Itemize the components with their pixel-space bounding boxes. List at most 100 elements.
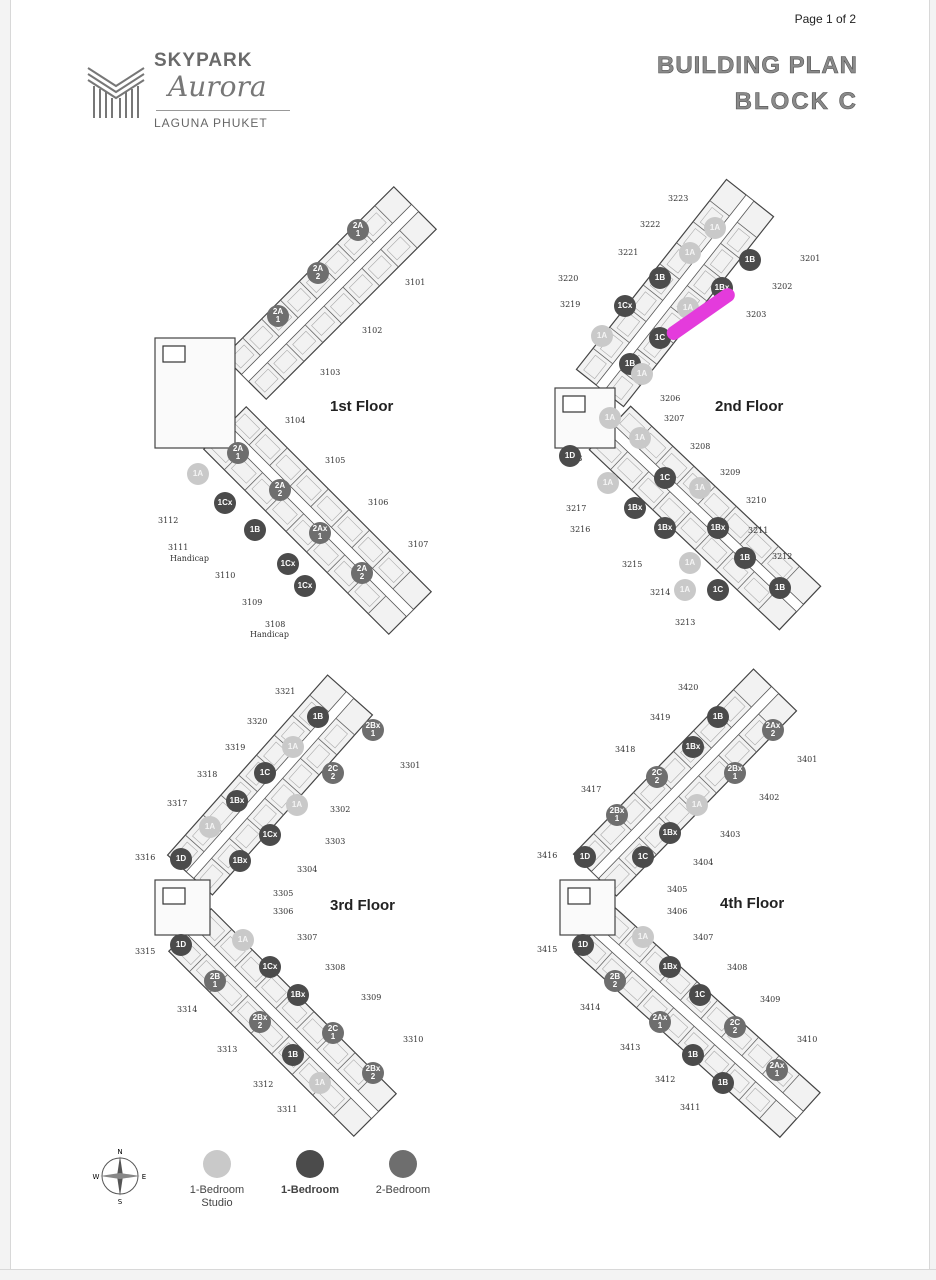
unit-number: 3321 (275, 687, 296, 696)
unit-type-marker: 1Bx (659, 822, 681, 844)
unit-number: 3314 (177, 1005, 198, 1014)
floor-3-drawing (559, 668, 821, 1139)
screen-frame-right (929, 0, 936, 1280)
unit-type-marker: 1D (559, 445, 581, 467)
unit-number: 3109 (242, 598, 263, 607)
screen-frame-left (0, 0, 11, 1280)
unit-number: 3411 (680, 1103, 701, 1112)
logo-location-text: LAGUNA PHUKET (154, 116, 268, 130)
legend-label-studio: 1-Bedroom Studio (189, 1184, 245, 1209)
unit-type-marker: 2Bx 1 (606, 804, 628, 826)
unit-number: 3306 (273, 907, 294, 916)
unit-number: 3220 (558, 274, 579, 283)
unit-type-marker: 1A (674, 579, 696, 601)
logo-divider (156, 110, 290, 111)
unit-type-marker: 1A (199, 816, 221, 838)
unit-number: 3315 (135, 947, 156, 956)
unit-number: 3318 (197, 770, 218, 779)
unit-number: 3217 (566, 504, 587, 513)
unit-type-marker: 1Bx (707, 517, 729, 539)
unit-number: 3320 (247, 717, 268, 726)
unit-number: 3415 (537, 945, 558, 954)
unit-number: 3310 (403, 1035, 424, 1044)
floor-3-wing-0 (572, 668, 798, 897)
unit-type-marker: 2C 1 (322, 1022, 344, 1044)
unit-type-marker: 1B (282, 1044, 304, 1066)
unit-type-marker: 1A (232, 929, 254, 951)
unit-type-marker: 2Bx 1 (362, 719, 384, 741)
unit-type-marker: 1C (689, 984, 711, 1006)
floor-label-2: 3rd Floor (330, 897, 396, 914)
unit-type-marker: 1Bx (682, 736, 704, 758)
handicap-label: Handicap (170, 554, 209, 563)
unit-type-marker: 1A (597, 472, 619, 494)
unit-number: 3308 (325, 963, 346, 972)
compass-north-label: N (117, 1148, 122, 1156)
unit-type-marker: 2C 2 (322, 762, 344, 784)
screen-frame-bottom (0, 1269, 936, 1280)
unit-type-marker: 1D (170, 848, 192, 870)
unit-type-marker: 2Ax 1 (309, 522, 331, 544)
unit-number: 3420 (678, 683, 699, 692)
unit-number: 3413 (620, 1043, 641, 1052)
unit-type-marker: 1Cx (294, 575, 316, 597)
unit-number: 3406 (667, 907, 688, 916)
unit-number: 3302 (330, 805, 351, 814)
unit-number: 3206 (660, 394, 681, 403)
unit-number: 3304 (297, 865, 318, 874)
unit-number: 3311 (277, 1105, 298, 1114)
unit-type-marker: 1A (599, 407, 621, 429)
unit-type-marker: 1A (629, 427, 651, 449)
unit-number: 3108 (265, 620, 286, 629)
unit-type-marker: 2Bx 1 (724, 762, 746, 784)
unit-type-marker: 2B 1 (204, 970, 226, 992)
unit-number: 3410 (797, 1035, 818, 1044)
floor-2-drawing (154, 674, 398, 1138)
floor-1-wing-0 (575, 178, 775, 408)
unit-number: 3419 (650, 713, 671, 722)
unit-number: 3105 (325, 456, 346, 465)
unit-number: 3219 (560, 300, 581, 309)
unit-type-marker: 1A (309, 1072, 331, 1094)
unit-number: 3316 (135, 853, 156, 862)
unit-number: 3209 (720, 468, 741, 477)
legend-item-two-bedroom: 2-Bedroom (348, 1150, 458, 1197)
floor-label-1: 2nd Floor (715, 398, 784, 415)
unit-type-marker: 2A 1 (267, 305, 289, 327)
unit-number: 3401 (797, 755, 818, 764)
unit-type-marker: 1A (632, 926, 654, 948)
unit-number: 3103 (320, 368, 341, 377)
unit-type-marker: 1A (704, 217, 726, 239)
unit-number: 3101 (405, 278, 426, 287)
unit-number: 3203 (746, 310, 767, 319)
unit-type-marker: 1B (307, 706, 329, 728)
floor-label-3: 4th Floor (720, 895, 785, 912)
unit-number: 3301 (400, 761, 421, 770)
floor-0-lift-icon (162, 345, 186, 363)
unit-number: 3107 (408, 540, 429, 549)
unit-number: 3309 (361, 993, 382, 1002)
handicap-label: Handicap (250, 630, 289, 639)
unit-number: 3416 (537, 851, 558, 860)
unit-number: 3112 (158, 516, 179, 525)
unit-type-marker: 1B (682, 1044, 704, 1066)
unit-number: 3403 (720, 830, 741, 839)
unit-type-marker: 2A 2 (307, 262, 329, 284)
unit-number: 3111 (168, 543, 189, 552)
unit-number: 3106 (368, 498, 389, 507)
unit-type-marker: 1Cx (259, 824, 281, 846)
unit-type-marker: 1Bx (654, 517, 676, 539)
unit-number: 3408 (727, 963, 748, 972)
compass-east-label: E (142, 1173, 146, 1181)
unit-type-marker: 1A (689, 477, 711, 499)
unit-type-marker: 1A (187, 463, 209, 485)
unit-type-marker: 2Bx 2 (249, 1011, 271, 1033)
floor-2-wing-1 (167, 907, 398, 1138)
unit-number: 3208 (690, 442, 711, 451)
unit-number: 3404 (693, 858, 714, 867)
unit-type-marker: 1D (574, 846, 596, 868)
compass-icon: N E S W (93, 1148, 147, 1204)
unit-number: 3222 (640, 220, 661, 229)
